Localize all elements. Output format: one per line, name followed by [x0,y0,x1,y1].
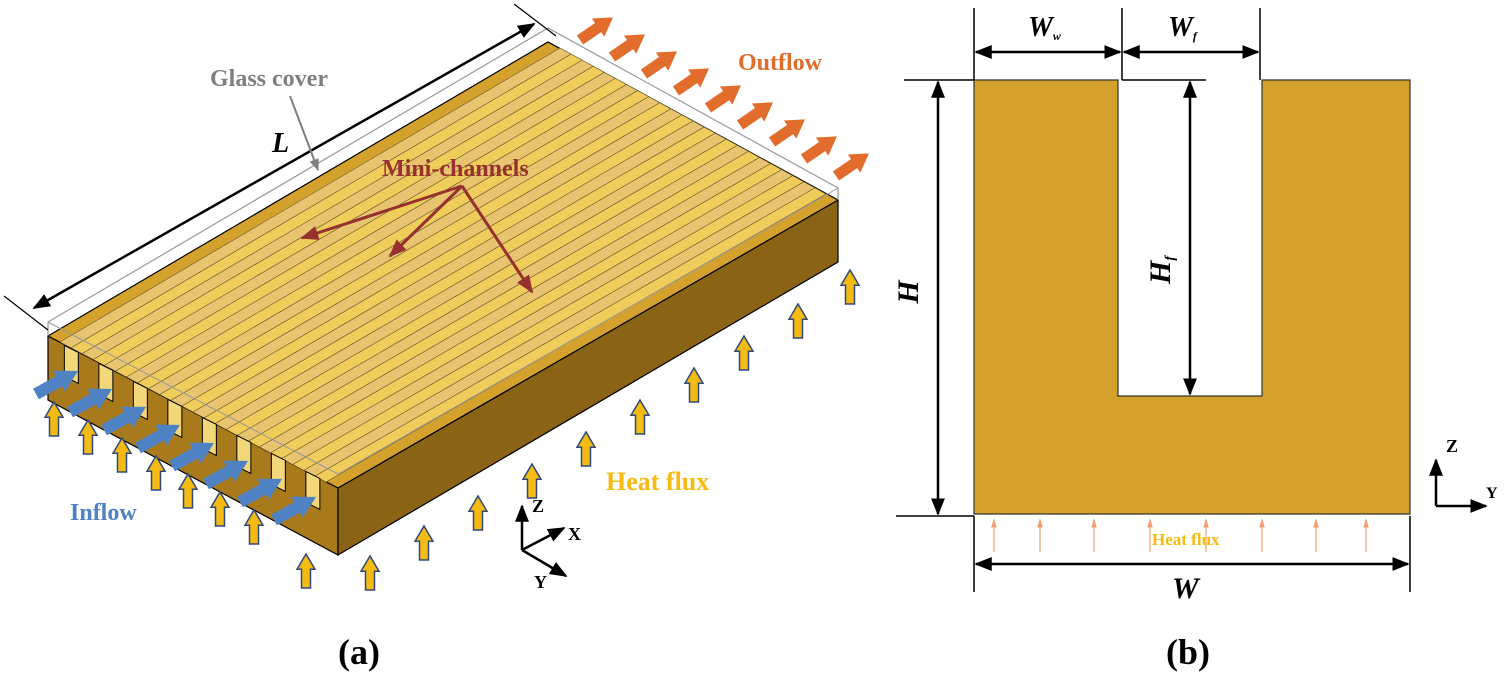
heat-flux-arrow [243,508,265,545]
outflow-label: Outflow [738,50,823,76]
channel-fin [314,187,827,483]
fluid-height-label: Hf [1144,255,1178,285]
glass-cover-side-edge [337,187,839,475]
outflow-arrow [800,136,837,164]
mini-channel-pointer-3 [460,185,534,294]
heat-flux-arrow [521,462,543,499]
axis-x-label-a: X [568,524,581,544]
heat-flux-arrow [111,436,133,473]
glass-cover-label: Glass cover [210,66,328,92]
heat-flux-arrow [209,490,231,527]
coordinate-axes-a: Z X Y [515,496,581,592]
heat-flux-arrow [629,398,651,435]
heat-flux-arrow [467,494,489,531]
outflow-arrow [576,17,613,45]
heat-flux-arrow [413,524,435,561]
heat-flux-arrow [177,472,199,509]
outflow-arrow-group [576,17,869,181]
panel-a-caption: (a) [338,632,380,672]
heat-flux-arrow [43,400,65,437]
heat-flux-arrow [683,366,705,403]
glass-cover-front-edge [47,321,339,475]
outflow-arrow [640,51,677,79]
heat-flux-arrow [295,552,317,589]
heat-flux-arrow [145,454,167,491]
inflow-arrow [169,442,215,472]
heat-flux-arrow [77,418,99,455]
axis-z-label-a: Z [532,496,544,516]
inflow-arrow [33,370,79,400]
height-label: H [892,279,925,305]
panel-b-cross-section: Ww Wf H Hf Heat flux W Z Y (b) [892,8,1498,672]
inflow-arrow [101,406,147,436]
inflow-arrow [135,424,181,454]
heat-flux-label-b: Heat flux [1152,530,1220,549]
coordinate-axes-b: Z Y [1429,436,1498,513]
axis-y-label-b: Y [1486,485,1498,502]
length-label: L [271,128,289,159]
inflow-arrow [237,478,283,508]
mini-channel-pointer-1 [300,184,463,240]
panel-b-caption: (b) [1166,632,1210,672]
mini-channel-pointer-2 [388,184,464,258]
inflow-label: Inflow [70,500,137,526]
length-extension-right [513,3,557,37]
outflow-arrow [672,68,709,96]
inflow-arrow [67,388,113,418]
length-extension-left [3,295,49,331]
fluid-width-label: Wf [1168,12,1198,43]
panel-a-isometric-view: L Glass cover Mini-channels Outflow Infl… [3,3,869,672]
heat-flux-arrow [787,302,809,339]
wall-width-label: Ww [1028,12,1062,43]
length-dimension-line [32,22,536,310]
axis-z-label-b: Z [1446,436,1458,456]
heat-flux-arrow-group [43,268,861,591]
heat-flux-arrow [839,268,861,305]
outflow-arrow [608,34,645,62]
inflow-arrow-group [33,370,317,526]
inflow-arrow [203,460,249,490]
mini-channels-label: Mini-channels [382,156,529,182]
heat-flux-arrow [359,554,381,591]
glass-cover-pointer [289,95,319,172]
outflow-arrow [832,153,869,181]
outflow-arrow [736,102,773,130]
heat-flux-label-a: Heat flux [606,467,709,496]
outflow-arrow [768,119,805,147]
inflow-arrow [271,496,317,526]
heat-flux-arrow [575,430,597,467]
heat-flux-arrow [733,334,755,371]
width-label: W [1172,572,1201,605]
solid-cross-section [973,79,1411,515]
axis-y-label-a: Y [534,572,547,592]
outflow-arrow [704,85,741,113]
heat-flux-arrow-group-b [991,518,1369,552]
